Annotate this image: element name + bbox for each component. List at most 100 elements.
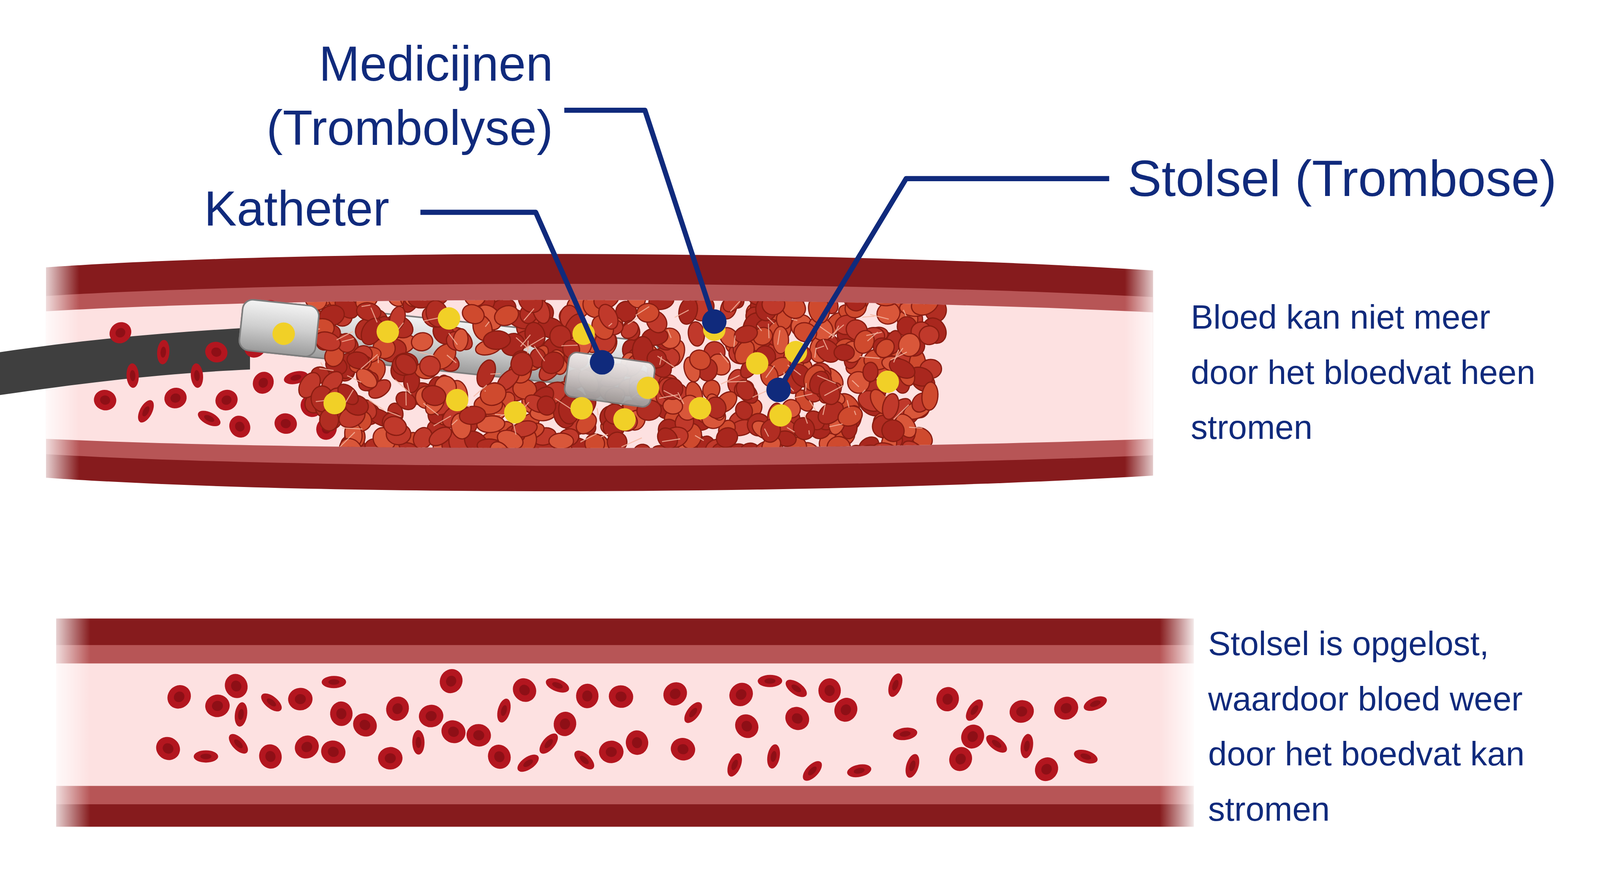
red-blood-cell (724, 751, 745, 779)
cell-center (853, 766, 866, 775)
red-blood-cell (1030, 752, 1064, 786)
cell-center (220, 393, 233, 407)
cell-center (1089, 698, 1102, 709)
cell-body (1030, 752, 1064, 786)
cell-center (384, 752, 397, 764)
red-blood-cell (464, 722, 493, 748)
red-blood-cell (551, 708, 579, 739)
red-blood-cell (287, 686, 314, 712)
fibrin-strand (659, 356, 662, 365)
cell-center (113, 325, 128, 340)
red-blood-cell (382, 692, 413, 725)
cell-body (724, 751, 745, 779)
cell-center (769, 750, 777, 763)
leader-dots (589, 309, 791, 403)
cell-body (437, 716, 470, 748)
fibrin-strand (862, 389, 866, 393)
red-blood-cell (162, 680, 196, 714)
red-blood-cell (1050, 692, 1083, 724)
clot-cell (381, 413, 409, 438)
fibrin-strand (448, 333, 458, 345)
cell-center (965, 728, 980, 744)
red-blood-cell (151, 732, 185, 765)
fibrin-strand (727, 381, 747, 382)
cell-center (908, 759, 917, 772)
cell-body (377, 746, 403, 771)
callout-label: Medicijnen (Trombolyse) (152, 31, 553, 161)
blood-cells-bottom (151, 665, 1109, 786)
fibrin-strand (377, 355, 379, 364)
cell-body (151, 732, 185, 765)
cell-center (299, 739, 315, 755)
fibrin-strand (342, 427, 363, 429)
leader-dot (766, 377, 791, 403)
red-blood-cell (598, 739, 625, 764)
leader-line (420, 212, 603, 363)
cell-body (606, 683, 636, 710)
fibrin-strand (339, 431, 356, 447)
leader-line (564, 110, 715, 322)
cell-body (570, 747, 598, 773)
red-blood-cell (125, 363, 140, 389)
red-blood-cell (624, 729, 650, 756)
cell-center (203, 413, 216, 424)
clot-cell (410, 330, 435, 353)
medicine-dot (272, 322, 295, 345)
cell-body (624, 729, 650, 756)
fibrin-strand (663, 390, 681, 400)
clot (293, 279, 951, 472)
cell-center (667, 686, 683, 701)
fibrin-strand (320, 362, 323, 366)
red-blood-cell (902, 752, 922, 780)
fibrin-strand (387, 411, 402, 417)
cell-center (990, 738, 1003, 750)
clot-cell (416, 352, 444, 380)
cell-center (605, 746, 618, 758)
fibrin-strand (608, 323, 612, 326)
fibrin-strand (719, 352, 729, 364)
cell-center (838, 702, 853, 718)
fibrin-strand (859, 356, 880, 359)
vessel-blocked (46, 253, 1154, 492)
clot-cell (483, 330, 511, 351)
cell-body (412, 729, 425, 755)
cell-center (891, 679, 900, 692)
cell-center (1014, 704, 1029, 718)
clot-cell (907, 287, 943, 320)
catheter-tip-end (238, 298, 321, 358)
cell-body (818, 678, 842, 704)
cell-center (160, 346, 167, 358)
red-blood-cell (730, 709, 764, 743)
cell-body (885, 671, 906, 699)
fibrin-strand (867, 331, 878, 341)
vessel-open (56, 618, 1194, 827)
fibrin-strand (520, 334, 531, 347)
clot-cell (594, 301, 623, 333)
cell-body (668, 735, 698, 764)
cell-center (581, 689, 593, 702)
vessel-inner-wall (56, 644, 1194, 805)
medicine-dot (876, 370, 900, 393)
fibrin-strand (894, 347, 903, 359)
red-blood-cell (437, 716, 470, 748)
red-blood-cell (233, 701, 249, 728)
clot-cell (442, 327, 470, 354)
fibrin-strand (319, 368, 334, 371)
callout-label: Katheter (203, 179, 439, 239)
fibrin-strand (814, 347, 816, 358)
cell-body (845, 762, 873, 780)
cell-body (162, 680, 196, 714)
clot-cell (334, 433, 367, 467)
cell-center (160, 741, 176, 756)
clot-cell (761, 293, 786, 316)
clot-cell (494, 426, 526, 453)
fibrin-strand (787, 427, 795, 432)
cell-center (953, 751, 968, 767)
fibrin-strand (733, 335, 736, 347)
red-blood-cell (484, 741, 515, 773)
fibrin-strand (395, 379, 412, 394)
clot-cell (391, 350, 421, 379)
red-blood-cell (225, 411, 255, 442)
fibrin-strand (730, 301, 740, 312)
fibrin-strand (674, 309, 689, 318)
